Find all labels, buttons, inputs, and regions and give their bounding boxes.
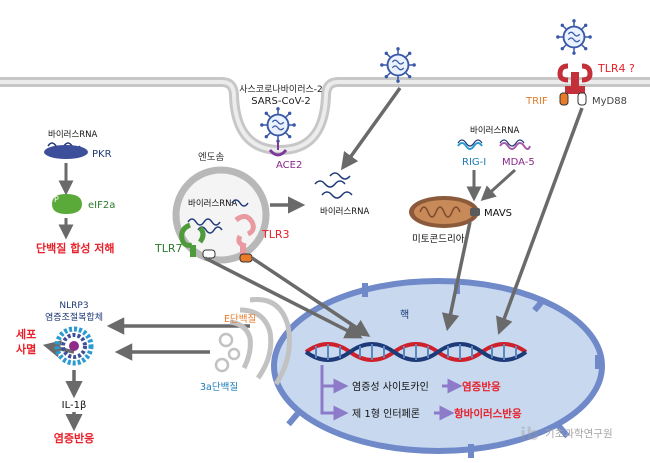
- virus-tlr4-icon: [555, 18, 593, 56]
- pkr-protein-icon: [44, 145, 88, 159]
- il1b-label: IL-1β: [62, 400, 87, 411]
- myd88-label: MyD88: [592, 96, 627, 107]
- interferon-label: 제 1형 인터페론: [352, 408, 420, 420]
- cell-death-label-1: 세포: [16, 327, 36, 341]
- inflammation-left-label: 염증반응: [54, 431, 94, 445]
- trif-label: TRIF: [525, 96, 548, 107]
- svg-text:ib: ib: [520, 424, 539, 445]
- tlr4-label: TLR4 ?: [597, 62, 635, 75]
- watermark-label: 기초과학연구원: [545, 428, 613, 440]
- nlrp3-inflammasome-icon: [54, 326, 94, 366]
- e-protein-label: E단백질: [224, 313, 256, 325]
- mda5-label: MDA-5: [502, 157, 535, 168]
- eif2a-protein-icon: [52, 194, 82, 214]
- mda5-icon: [499, 139, 531, 150]
- endosome-label: 엔도솜: [198, 152, 224, 163]
- free-viral-rna: [314, 172, 353, 199]
- tlr7-label: TLR7: [154, 242, 183, 255]
- protein-inhibition-label: 단백질 합성 저해: [36, 241, 115, 255]
- mitochondria-icon: [409, 196, 479, 228]
- mavs-label: MAVS: [484, 208, 512, 219]
- eif2a-label: eIF2a: [88, 200, 115, 211]
- sars-label-english: SARS-CoV-2: [251, 96, 311, 107]
- virus-outside-icon: [379, 46, 417, 84]
- pkr-rna-label: 바이러스RNA: [48, 129, 98, 140]
- nlrp3-label: NLRP3: [59, 301, 88, 311]
- free-rna-label: 바이러스RNA: [320, 206, 370, 217]
- cytokine-label: 염증성 사이토카인: [352, 381, 429, 393]
- rig-rna-label: 바이러스RNA: [470, 125, 520, 136]
- orf3a-protein-label: 3a단백질: [200, 381, 238, 393]
- tlr3-receptor-icon: [234, 214, 256, 263]
- sars-cov-2-virus-icon: [259, 106, 297, 144]
- tlr3-label: TLR3: [261, 228, 290, 241]
- inflammation-nucleus-label: 염증반응: [462, 380, 501, 393]
- ace2-label: ACE2: [276, 160, 302, 171]
- rig-i-icon: [457, 139, 483, 150]
- dna-helix-icon: [304, 342, 528, 362]
- ibs-logo-icon: ib: [520, 424, 539, 445]
- nucleus-label: 핵: [400, 309, 409, 321]
- cell-death-label-2: 사멸: [16, 342, 36, 356]
- endoplasmic-reticulum-icon: [229, 297, 292, 386]
- vesicles-icon: [214, 332, 241, 373]
- phospho-label: P: [54, 195, 59, 204]
- antiviral-label: 항바이러스반응: [454, 407, 522, 420]
- tlr4-receptor-icon: [557, 63, 593, 106]
- endosome-rna-label: 바이러스RNA: [188, 198, 238, 209]
- inflammasome-label: 염증조절복합체: [45, 311, 103, 323]
- sars-label-korean: 사스코로나바이러스-2: [239, 84, 323, 95]
- tlr7-receptor-icon: [179, 222, 216, 259]
- rig1-label: RIG-I: [462, 157, 486, 168]
- mavs-icon: [470, 208, 480, 216]
- mitochondria-label: 미토콘드리아: [412, 234, 465, 245]
- pkr-label: PKR: [92, 149, 112, 160]
- endosome: [172, 166, 270, 264]
